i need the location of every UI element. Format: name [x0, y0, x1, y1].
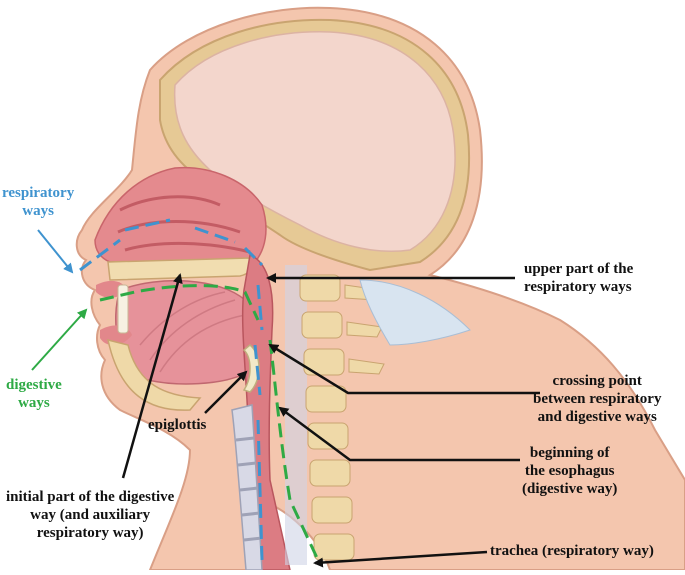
respiratory-ways-label-line2: ways: [22, 203, 54, 219]
digestive-path-dash: [99, 284, 320, 561]
upper-respiratory-label-line1: upper part of the: [524, 261, 634, 277]
beginning-esophagus-label-line3: (digestive way): [522, 481, 618, 497]
trachea-label: trachea (respiratory way): [490, 543, 654, 559]
upper-respiratory-label-line2: respiratory ways: [524, 279, 632, 295]
respiratory-arrow: [37, 229, 74, 274]
initial-digestive-label-line3: respiratory way): [36, 525, 144, 541]
trachea-rings: [235, 436, 263, 542]
digestive-ways-label-line1: digestive: [6, 377, 62, 393]
initial-digestive-label: initial part of the digestive way (and a…: [6, 488, 174, 542]
vertebral-column: [285, 265, 385, 565]
beginning-esophagus-label-line2: the esophagus: [524, 463, 615, 479]
neck-ligament: [359, 279, 471, 346]
epiglottis-label: epiglottis: [148, 417, 207, 433]
crossing-point-label-line3: and digestive ways: [537, 409, 657, 425]
crossing-point-label: crossing point between respiratory and d…: [533, 372, 661, 426]
teeth: [117, 284, 129, 334]
digestive-ways-label-line2: ways: [18, 395, 50, 411]
tongue-muscle-striations: [139, 291, 246, 373]
esophagus-arrow: [278, 406, 520, 462]
respiratory-path-dash: [79, 218, 264, 561]
beginning-esophagus-label-line1: beginning of: [529, 445, 610, 461]
crossing-point-label-line1: crossing point: [552, 373, 642, 389]
digestive-ways-label: digestive ways: [6, 376, 62, 412]
initial-digestive-label-line2: way (and auxiliary: [30, 507, 151, 523]
trachea-arrow: [313, 550, 488, 568]
initial-digestive-label-line1: initial part of the digestive: [6, 489, 175, 505]
respiratory-ways-label-line1: respiratory: [2, 185, 75, 201]
digestive-arrow: [31, 308, 88, 371]
beginning-esophagus-label: beginning of the esophagus (digestive wa…: [522, 444, 617, 498]
crossing-point-arrow: [268, 343, 540, 395]
mandible: [107, 338, 202, 411]
upper-respiratory-label: upper part of the respiratory ways: [524, 260, 633, 296]
epiglottis-arrow: [204, 370, 248, 414]
respiratory-ways-label: respiratory ways: [2, 184, 74, 220]
crossing-point-label-line2: between respiratory: [533, 391, 662, 407]
initial-digestive-arrow: [121, 273, 183, 479]
